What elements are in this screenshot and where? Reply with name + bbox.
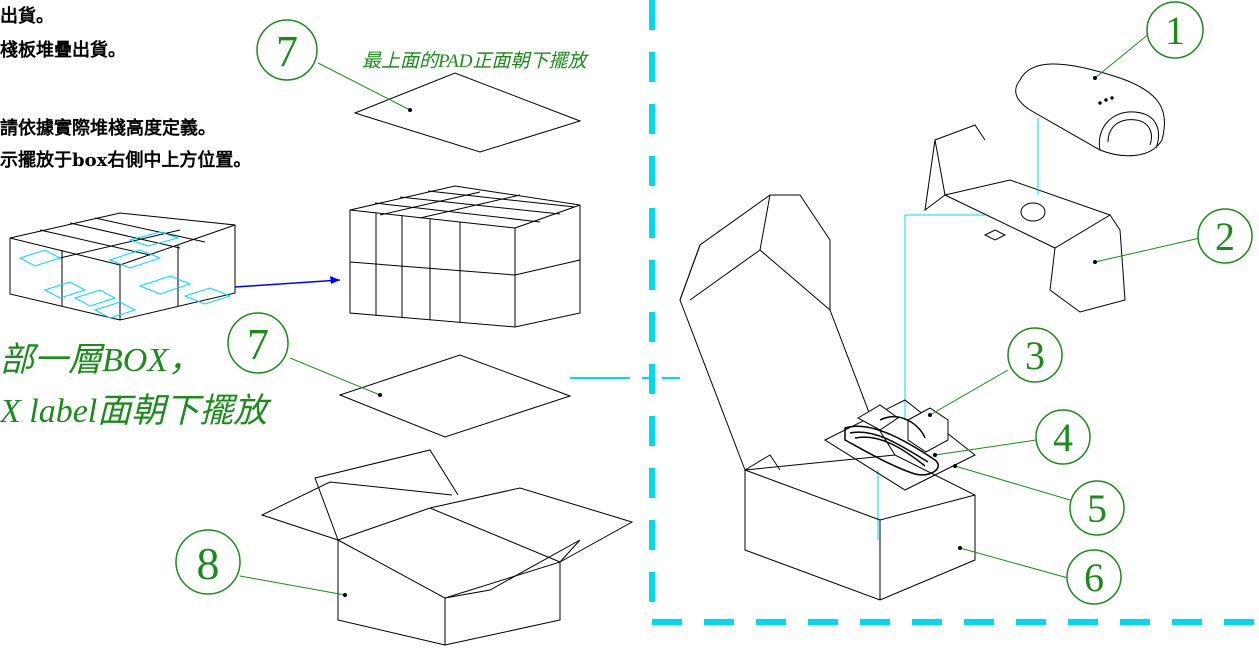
callout-2: 2 [1197, 208, 1253, 264]
note-line-3: 請依據實際堆棧高度定義。 [0, 118, 216, 139]
callout-5-leader [954, 465, 1071, 501]
callout-5: 5 [1069, 480, 1125, 536]
svg-text:2: 2 [1215, 214, 1235, 259]
callout-7b-leader [289, 357, 381, 396]
callout-7b: 7 [227, 312, 289, 374]
svg-text:8: 8 [197, 538, 220, 589]
gift-box [679, 194, 976, 601]
section-divider [649, 0, 1259, 625]
svg-text:7: 7 [276, 27, 298, 76]
bottom-layer-note-1: 部一層BOX， [0, 342, 203, 379]
callout-3-leader [929, 369, 1009, 416]
bottom-pad [338, 354, 572, 438]
box-labels-cyan [18, 231, 232, 319]
svg-text:4: 4 [1053, 415, 1073, 460]
callout-4-leader [934, 439, 1037, 456]
callout-1: 1 [1146, 1, 1204, 59]
callout-4: 4 [1035, 409, 1091, 465]
callout-7a-leader [317, 62, 411, 111]
device-unit [1015, 63, 1166, 157]
callout-7a: 7 [256, 19, 318, 81]
note-line-4: 示擺放于box右側中上方位置。 [0, 150, 252, 171]
outer-carton [260, 449, 634, 646]
top-pad [353, 72, 582, 153]
svg-text:6: 6 [1084, 555, 1104, 600]
svg-text:7: 7 [247, 320, 269, 369]
svg-text:3: 3 [1025, 333, 1045, 378]
callout-6: 6 [1066, 549, 1122, 605]
usb-cable [844, 416, 939, 476]
single-layer-boxes [9, 212, 236, 321]
bottom-layer-note-2: X label面朝下擺放 [0, 393, 268, 430]
top-pad-note: 最上面的PAD正面朝下擺放 [362, 51, 587, 72]
svg-text:5: 5 [1087, 486, 1107, 531]
note-line-1: 出貨。 [0, 6, 54, 27]
callout-1-leader [1094, 32, 1151, 79]
note-line-2: 棧板堆疊出貨。 [0, 40, 126, 61]
insert-tray [924, 124, 1126, 313]
power-adapter [856, 404, 949, 453]
callout-3: 3 [1007, 327, 1063, 383]
svg-text:1: 1 [1165, 8, 1185, 53]
stack-arrow [234, 279, 341, 288]
alignment-lines [877, 118, 1039, 540]
callout-2-leader [1094, 237, 1201, 263]
callout-8: 8 [175, 529, 241, 595]
callout-6-leader [959, 547, 1069, 579]
callout-8-leader [239, 575, 346, 596]
double-layer-stack [349, 185, 581, 328]
